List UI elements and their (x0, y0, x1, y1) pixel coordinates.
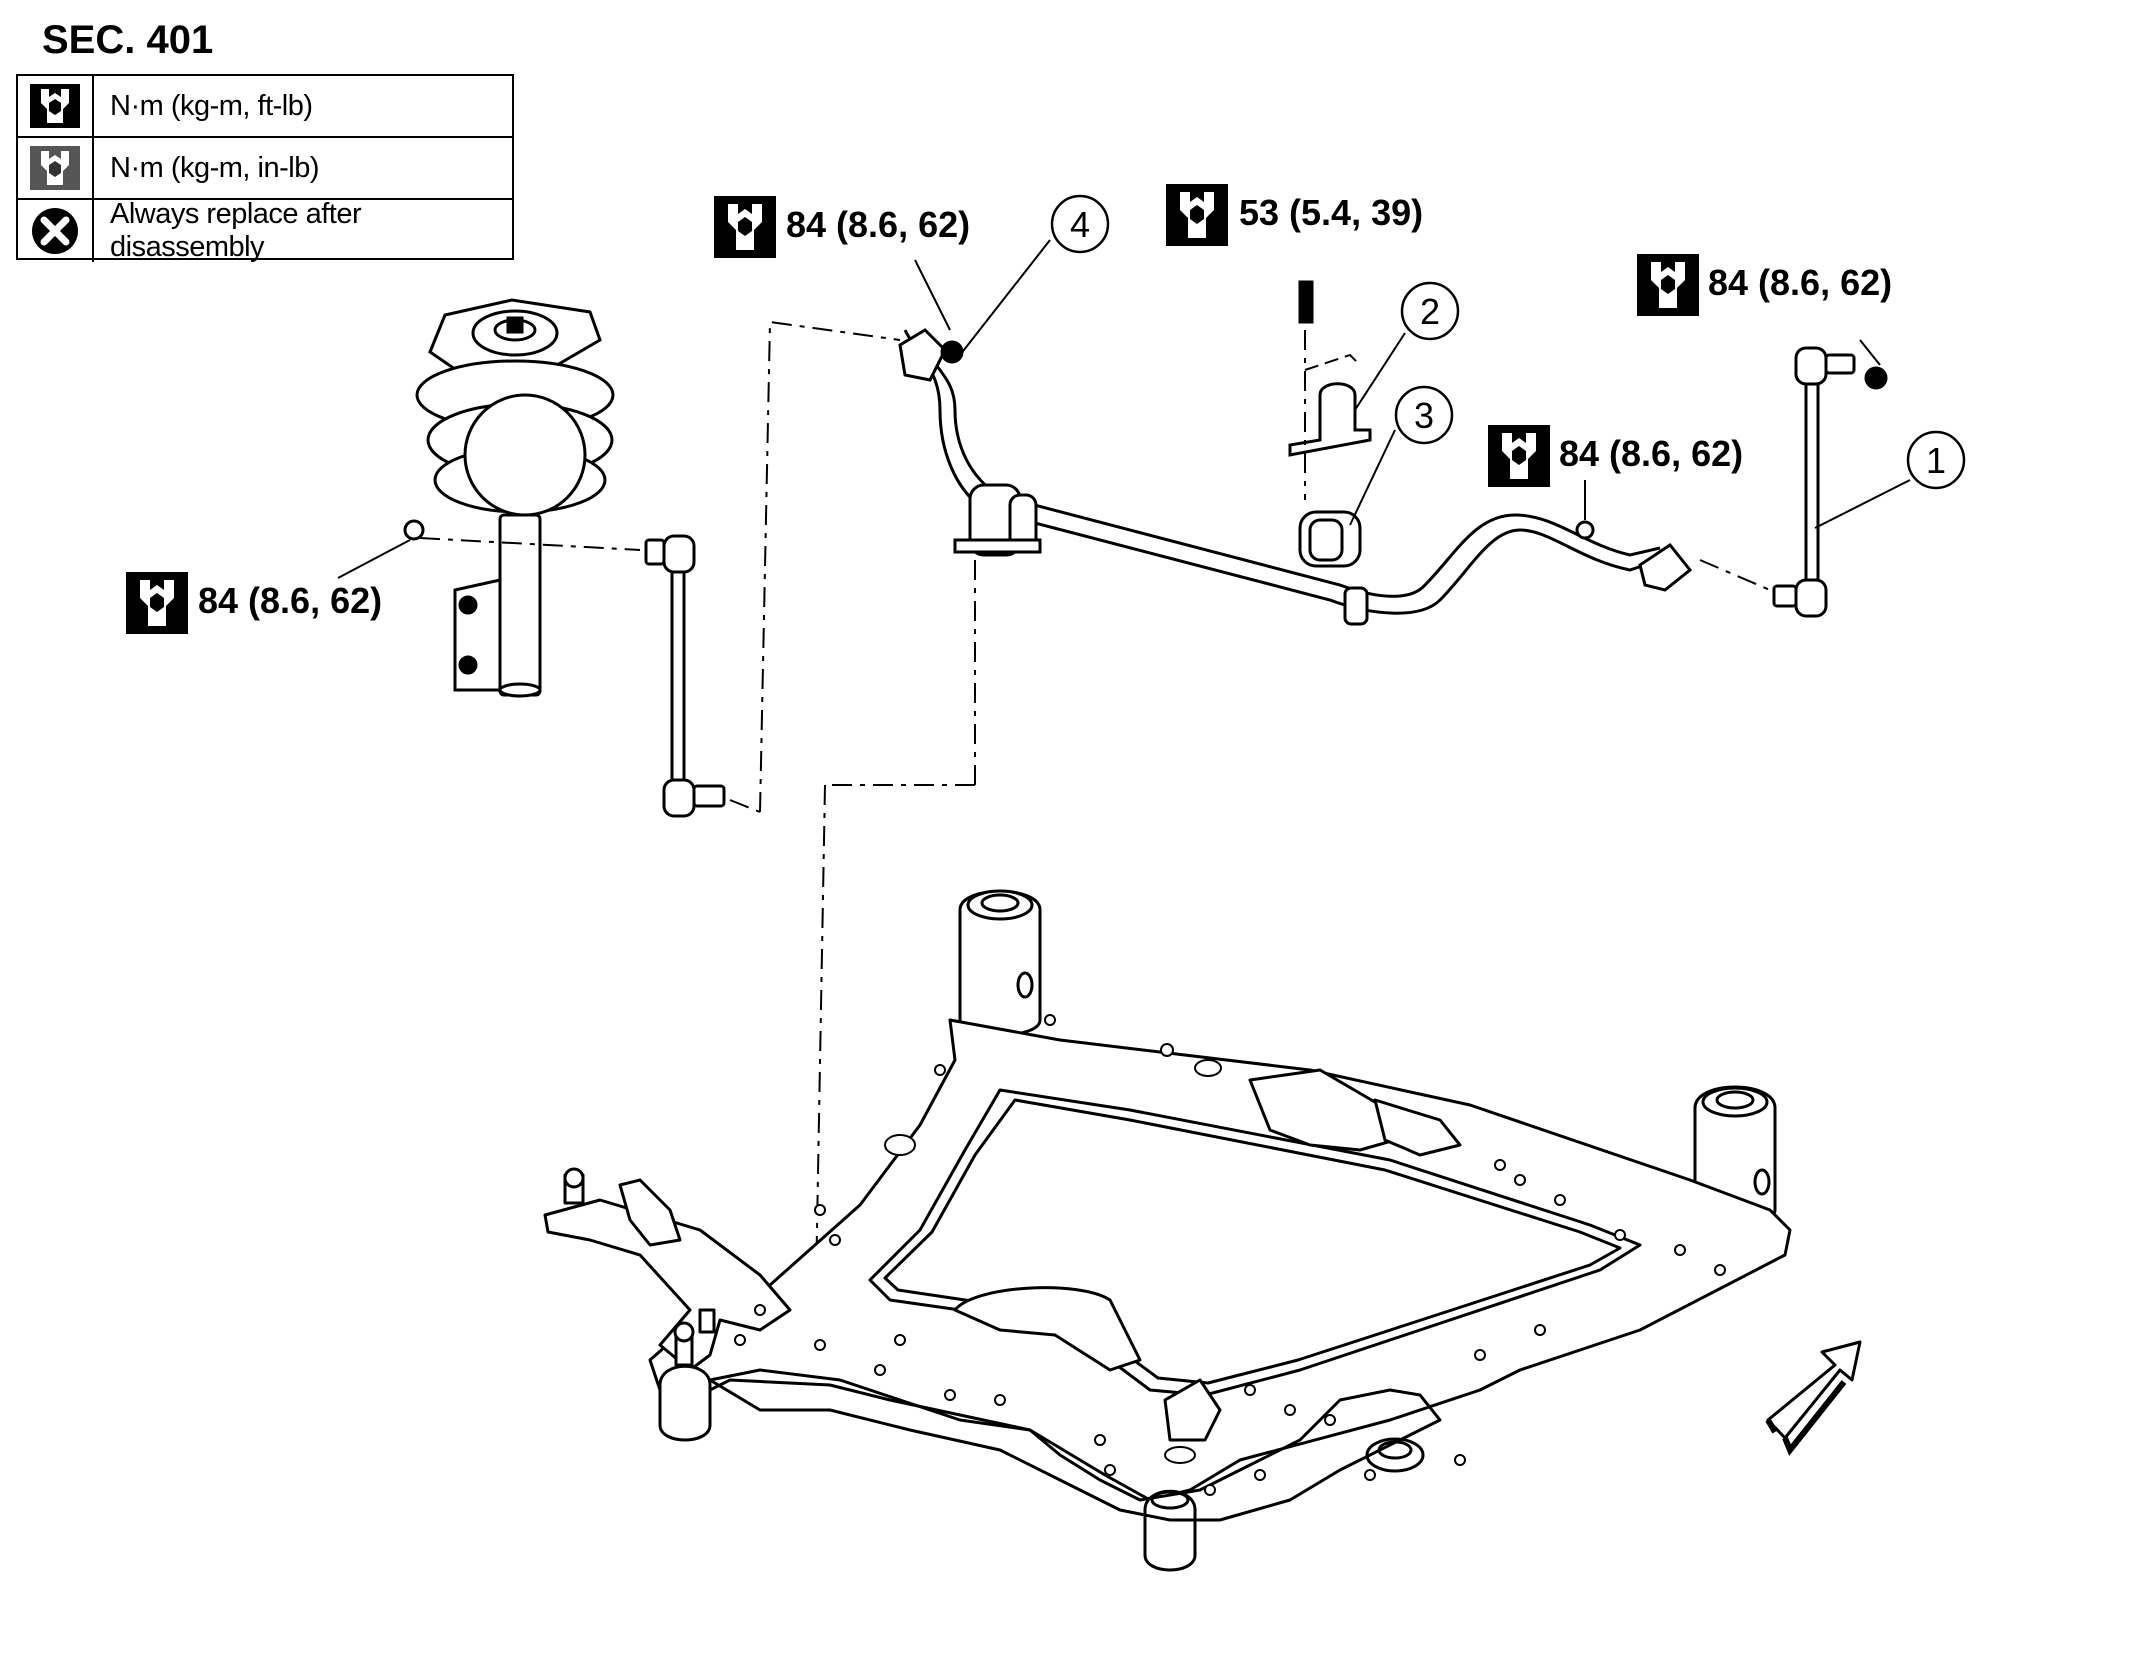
svg-text:4: 4 (1070, 204, 1090, 245)
torque-wrench-icon (1637, 254, 1699, 316)
svg-text:3: 3 (1414, 395, 1434, 436)
torque-wrench-icon (1488, 425, 1550, 487)
frame-holes (734, 1014, 1726, 1496)
stabilizer-bar (903, 329, 1661, 615)
bar-end-right (1638, 542, 1693, 592)
left-stabilizer-link (644, 534, 726, 818)
center-collar (1343, 586, 1369, 626)
always-replace-icon (18, 200, 94, 262)
torque-spec-right-bar-nut: 84 (8.6, 62) (1559, 433, 1744, 474)
legend-text-inlb: N·m (kg-m, in-lb) (110, 151, 320, 184)
stabilizer-bushing (1298, 510, 1362, 568)
legend-text-replace: Always replace after disassembly (110, 198, 362, 263)
strut-assembly (415, 298, 615, 698)
torque-wrench-icon (714, 196, 776, 258)
left-bushing-clamp (953, 483, 1042, 557)
callout-3: 3 (1394, 385, 1454, 445)
torque-wrench-icon (18, 76, 94, 136)
front-suspension-member (543, 889, 1792, 1572)
torque-spec-left-link-nut: 84 (8.6, 62) (786, 204, 971, 245)
callout-2: 2 (1400, 281, 1460, 341)
front-direction-arrow-icon (1765, 1340, 1862, 1456)
torque-wrench-icon (1166, 184, 1228, 246)
stabilizer-clamp (1288, 280, 1372, 457)
legend-table: N·m (kg-m, ft-lb) N·m (kg-m, in-lb) Alwa… (16, 74, 514, 263)
legend-row-inlb: N·m (kg-m, in-lb) (18, 138, 512, 200)
torque-wrench-inlb-icon (18, 138, 94, 198)
legend-row-ftlb: N·m (kg-m, ft-lb) (18, 76, 512, 138)
section-number: SEC. 401 (42, 18, 214, 62)
right-stabilizer-link (1772, 346, 1888, 618)
svg-text:1: 1 (1926, 440, 1946, 481)
torque-spec-strut-nut: 84 (8.6, 62) (198, 580, 383, 621)
legend-row-replace: Always replace after disassembly (18, 198, 512, 263)
torque-spec-bracket-bolt: 53 (5.4, 39) (1239, 192, 1424, 233)
legend-text-ftlb: N·m (kg-m, ft-lb) (110, 89, 313, 122)
torque-spec-right-link-nut: 84 (8.6, 62) (1708, 262, 1893, 303)
torque-wrench-icon (126, 572, 188, 634)
callout-1: 1 (1906, 430, 1966, 490)
svg-text:2: 2 (1420, 291, 1440, 332)
callout-4: 4 (1050, 194, 1110, 254)
